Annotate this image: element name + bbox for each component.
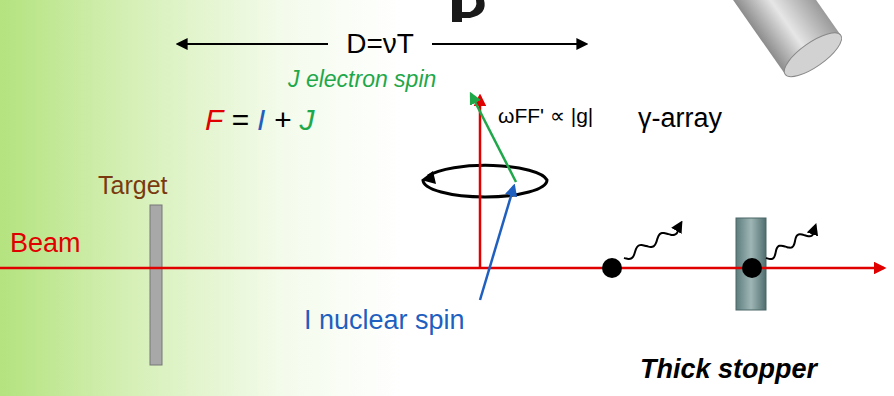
decaying-nucleus (602, 258, 622, 278)
electron-spin-label: J electron spin (288, 67, 436, 92)
distance-arrow (178, 43, 328, 45)
stopper-label: Thick stopper (640, 355, 817, 385)
detector (722, 0, 848, 84)
distance-arrow (432, 43, 586, 45)
target-plate (150, 205, 162, 365)
beam-label: Beam (10, 229, 81, 259)
distance-label: D=νT (346, 29, 414, 60)
target-label: Target (98, 172, 167, 200)
stopper-block (736, 218, 766, 310)
title-fragment (452, 0, 485, 22)
precession-ellipse (423, 165, 547, 197)
nuclear-spin-label: I nuclear spin (304, 306, 465, 336)
precession-arrowhead (421, 171, 436, 184)
precession-frequency: ωFF' ∝ |g| (498, 104, 593, 127)
spin-sum-label: F = I + J (205, 103, 315, 136)
detector-label: γ-array (638, 104, 722, 134)
gamma-ray (766, 225, 816, 259)
total-spin-axis (479, 96, 482, 268)
nuclear-spin-vector (480, 186, 514, 300)
stopped-nucleus (742, 258, 762, 278)
gamma-ray (624, 223, 681, 259)
